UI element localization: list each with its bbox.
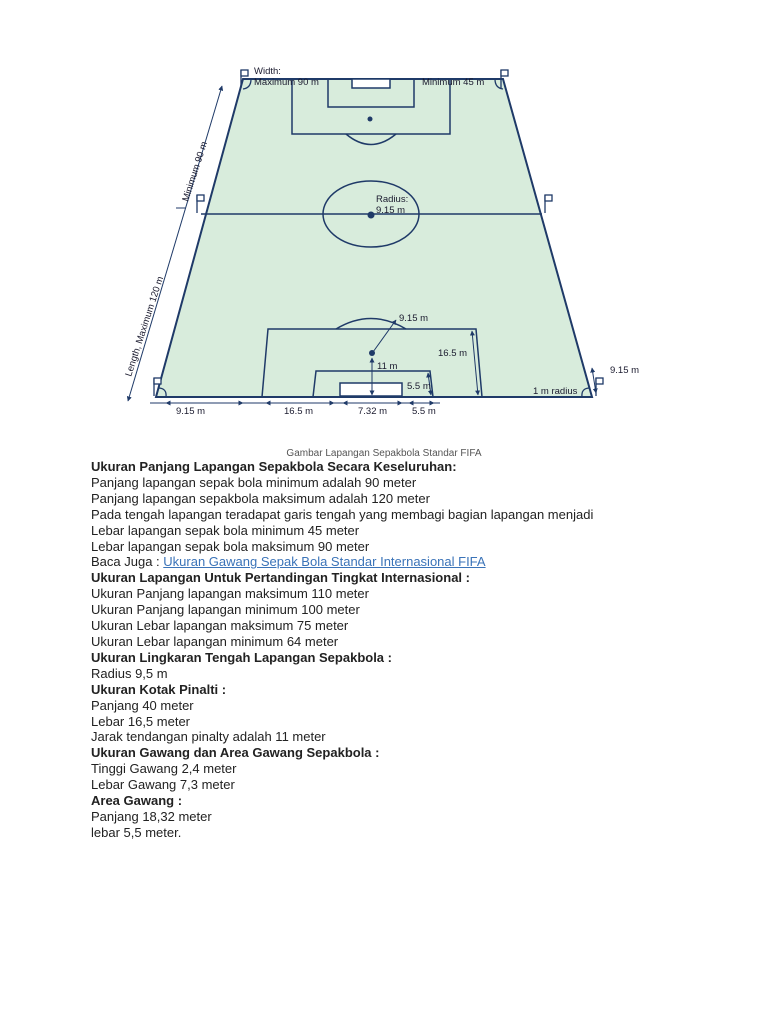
corner-flag-tr bbox=[500, 69, 509, 88]
section-heading: Ukuran Panjang Lapangan Sepakbola Secara… bbox=[91, 459, 457, 474]
corner-arc-br bbox=[581, 387, 591, 398]
corner-arc-tr bbox=[494, 78, 504, 90]
bottom-goal bbox=[339, 382, 403, 397]
text-line: Panjang lapangan sepakbola maksimum adal… bbox=[91, 490, 430, 506]
label-bottom-3: 7.32 m bbox=[358, 406, 387, 417]
text-line: Radius 9,5 m bbox=[91, 665, 168, 681]
pitch-surface bbox=[154, 78, 594, 398]
top-penalty-area bbox=[291, 79, 451, 135]
soccer-field-diagram: Width: Maximum 90 m Minimum 45 m Minimum… bbox=[110, 55, 658, 420]
text-line: Panjang 18,32 meter bbox=[91, 808, 212, 824]
text-line: Ukuran Panjang lapangan maksimum 110 met… bbox=[91, 586, 369, 602]
read-also-prefix: Baca Juga : bbox=[91, 554, 164, 570]
label-max-width: Maximum 90 m bbox=[254, 77, 319, 88]
center-circle bbox=[322, 180, 420, 248]
label-arc-radius: 9.15 m bbox=[399, 313, 428, 324]
corner-arc-tl bbox=[242, 78, 252, 90]
text-line: Panjang 40 meter bbox=[91, 697, 194, 713]
text-line: Ukuran Lebar lapangan minimum 64 meter bbox=[91, 633, 339, 649]
read-also-line: Baca Juga : Ukuran Gawang Sepak Bola Sta… bbox=[91, 554, 751, 570]
top-goal-area bbox=[327, 79, 415, 108]
corner-distance-arrow bbox=[590, 367, 598, 394]
label-corner-distance: 9.15 m bbox=[610, 365, 639, 376]
top-goal bbox=[351, 78, 391, 89]
label-max-length: Length, Maximum 120 m bbox=[123, 275, 166, 378]
read-also-link[interactable]: Ukuran Gawang Sepak Bola Standar Interna… bbox=[163, 554, 486, 570]
text-line: lebar 5,5 meter. bbox=[91, 824, 182, 840]
label-radius-title: Radius: bbox=[376, 194, 408, 205]
center-spot bbox=[367, 211, 375, 219]
text-line: Tinggi Gawang 2,4 meter bbox=[91, 761, 237, 777]
label-penalty-spot: 11 m bbox=[377, 361, 398, 372]
corner-flag-br bbox=[595, 377, 604, 396]
penalty-depth-arrow bbox=[469, 330, 481, 396]
label-min-width: Minimum 45 m bbox=[422, 77, 484, 88]
length-dimension-line bbox=[126, 85, 224, 402]
section-heading: Ukuran Lapangan Untuk Pertandingan Tingk… bbox=[91, 570, 470, 586]
top-penalty-spot bbox=[367, 116, 373, 122]
field-svg: Width: Maximum 90 m Minimum 45 m Minimum… bbox=[123, 66, 639, 417]
label-bottom-1: 9.15 m bbox=[176, 406, 205, 417]
figure-caption: Gambar Lapangan Sepakbola Standar FIFA bbox=[286, 448, 482, 459]
label-min-length: Minimum 90 m bbox=[180, 140, 210, 203]
goal-area-depth-arrow bbox=[426, 372, 433, 396]
label-width: Width: bbox=[254, 66, 281, 77]
text-line: Lebar lapangan sepak bola maksimum 90 me… bbox=[91, 538, 370, 554]
section-heading: Ukuran Kotak Pinalti : bbox=[91, 681, 227, 697]
article-body: Ukuran Panjang Lapangan Sepakbola Secara… bbox=[91, 459, 751, 841]
bottom-penalty-arc bbox=[335, 317, 407, 330]
halfway-flag-right bbox=[544, 194, 553, 213]
label-bottom-4: 5.5 m bbox=[412, 406, 436, 417]
top-penalty-arc bbox=[345, 133, 397, 146]
halfway-flag-left bbox=[196, 194, 205, 213]
corner-flag-tl bbox=[240, 69, 249, 88]
section-heading: Ukuran Gawang dan Area Gawang Sepakbola … bbox=[91, 745, 380, 761]
label-corner-radius: 1 m radius bbox=[533, 386, 578, 397]
label-goal-area-depth: 5.5 m bbox=[407, 381, 431, 392]
label-radius-value: 9.15 m bbox=[376, 205, 405, 216]
arc-radius-arrow bbox=[372, 319, 397, 353]
text-line: Lebar 16,5 meter bbox=[91, 713, 191, 729]
text-line: Panjang lapangan sepak bola minimum adal… bbox=[91, 474, 417, 490]
label-bottom-2: 16.5 m bbox=[284, 406, 313, 417]
text-line: Lebar Gawang 7,3 meter bbox=[91, 777, 235, 793]
text-line: Ukuran Lebar lapangan maksimum 75 meter bbox=[91, 618, 349, 634]
text-line: Jarak tendangan pinalty adalah 11 meter bbox=[91, 729, 326, 745]
text-line: Pada tengah lapangan teradapat garis ten… bbox=[91, 506, 594, 522]
section-heading: Area Gawang : bbox=[91, 793, 183, 809]
text-line: Lebar lapangan sepak bola minimum 45 met… bbox=[91, 522, 360, 538]
section-heading: Ukuran Lingkaran Tengah Lapangan Sepakbo… bbox=[91, 649, 392, 665]
label-penalty-depth: 16.5 m bbox=[438, 348, 467, 359]
text-line: Ukuran Panjang lapangan minimum 100 mete… bbox=[91, 602, 360, 618]
